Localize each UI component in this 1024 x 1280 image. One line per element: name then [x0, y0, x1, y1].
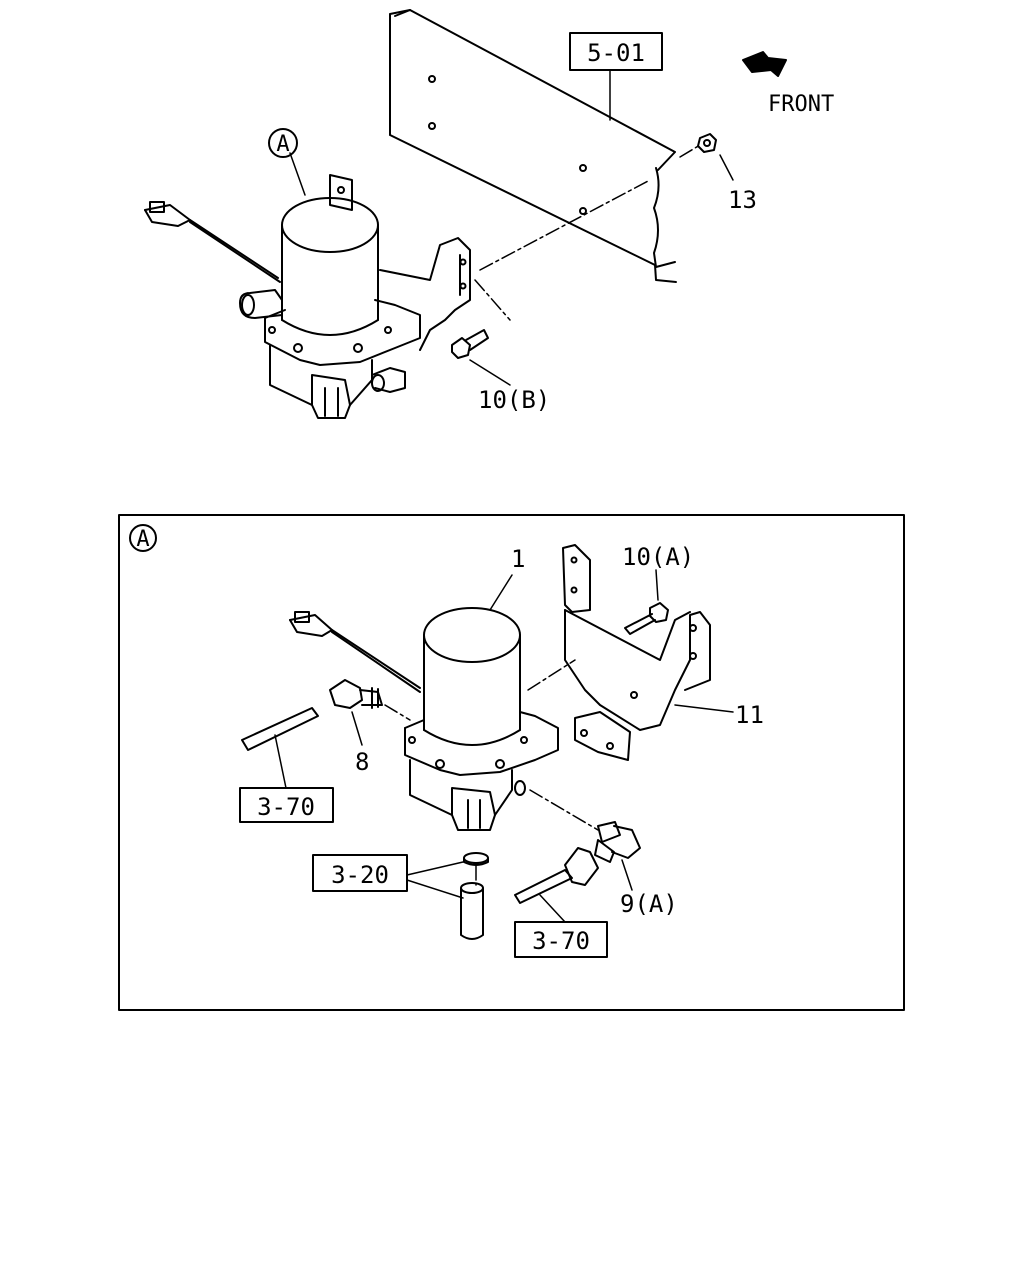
ref-label-3-70-left: 3-70: [257, 793, 315, 821]
ref-label-3-20: 3-20: [331, 861, 389, 889]
front-label: FRONT: [768, 92, 834, 117]
ring-3-20: [463, 852, 489, 866]
bracket-11: [562, 544, 711, 761]
ref-box-5-01: [569, 32, 663, 71]
ref-label-3-70-bottom: 3-70: [532, 927, 590, 955]
part-label-11: 11: [735, 701, 764, 729]
elbow-fitting-8: [329, 679, 383, 709]
wire-harness: [289, 611, 421, 693]
elbow-fitting-9a: [594, 821, 641, 863]
callout-label-a-box: A: [136, 527, 149, 552]
ref-label-5-01: 5-01: [587, 39, 645, 67]
nut-13: [697, 133, 717, 153]
part-label-10b: 10(B): [478, 386, 550, 414]
air-dryer-top: [144, 197, 421, 419]
callout-circle-a-box: [129, 524, 157, 552]
hose-3-70-bottom: [514, 869, 573, 904]
frame-rail: [389, 9, 677, 283]
part-label-13: 13: [728, 186, 757, 214]
ref-box-3-70-bottom: [514, 921, 608, 958]
bolt-10b: [451, 329, 489, 359]
front-arrow-icon: [742, 51, 787, 77]
part-label-10a: 10(A): [622, 543, 694, 571]
callout-circle-a-top: [268, 128, 298, 158]
hose-fitting: [564, 847, 599, 886]
ref-box-3-20: [312, 854, 408, 892]
part-label-9a: 9(A): [620, 890, 678, 918]
bolt-10a: [624, 602, 669, 635]
part-label-8: 8: [355, 748, 369, 776]
top-bracket: [329, 174, 471, 351]
part-label-1: 1: [511, 545, 525, 573]
air-dryer-detail: [404, 607, 559, 831]
sleeve-3-20: [460, 882, 484, 940]
callout-label-a-top: A: [276, 132, 289, 157]
hose-3-70-left: [241, 707, 319, 751]
detail-view-frame: [118, 514, 905, 1011]
